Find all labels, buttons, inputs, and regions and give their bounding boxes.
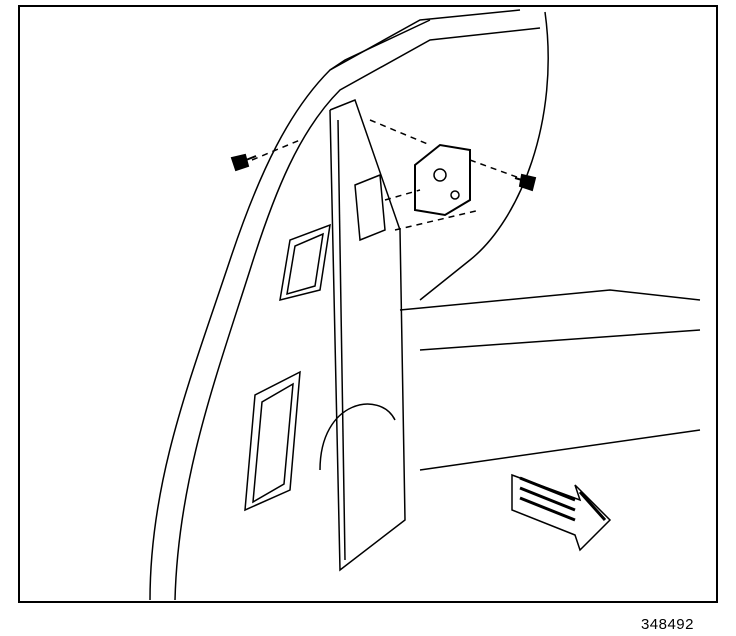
interior-wall <box>419 11 549 301</box>
latch-bracket <box>354 173 386 242</box>
latch-hole <box>433 168 447 182</box>
body-panel-inner <box>174 27 541 601</box>
tall-panel <box>329 99 406 572</box>
lower-window-inner <box>252 382 294 504</box>
roof-edge <box>329 19 431 71</box>
diagram-frame <box>18 5 718 603</box>
body-panel-outline <box>149 9 521 601</box>
wheel-well <box>319 403 396 471</box>
figure-reference-number: 348492 <box>640 616 694 633</box>
bolt-icon <box>514 173 537 192</box>
floor-line-1 <box>399 289 701 311</box>
lower-window <box>244 370 301 512</box>
tall-panel-edge <box>337 119 346 561</box>
guide-lines <box>251 119 526 231</box>
latch-hole <box>450 190 460 200</box>
floor-line-2 <box>419 329 701 351</box>
direction-arrow-icon <box>511 473 612 552</box>
floor-line-3 <box>419 429 701 471</box>
upper-window <box>279 223 331 302</box>
upper-window-inner <box>286 232 324 296</box>
bolt-icon <box>230 153 257 172</box>
door-latch <box>414 143 471 217</box>
